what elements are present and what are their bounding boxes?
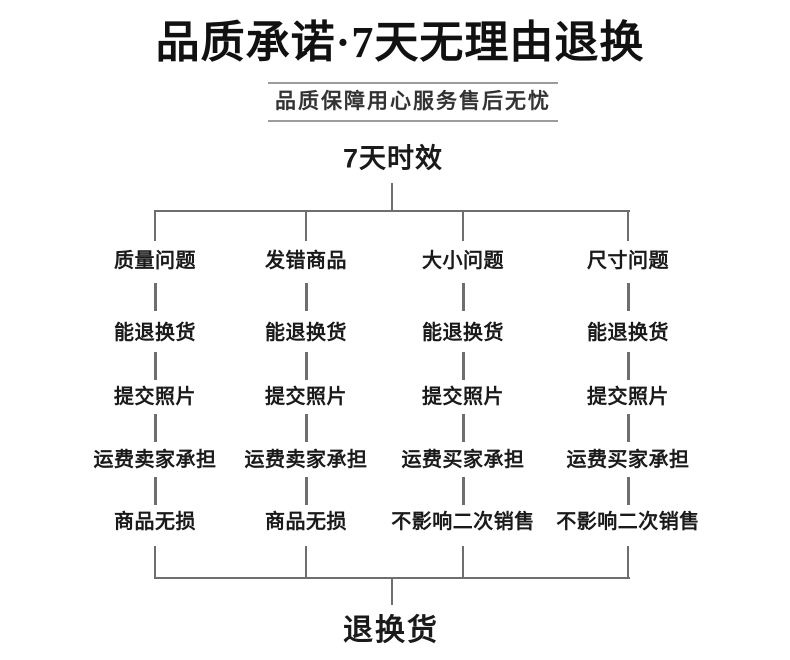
connector-dash [462,283,465,311]
flow-step-label: 不影响二次销售 [391,511,535,533]
connector-bottom-drop [627,546,629,578]
flow-reason-label: 尺寸问题 [587,250,669,272]
connector-bottom-drop [462,546,464,578]
flow-root-label: 7天时效 [342,143,444,174]
flow-step-label: 能退换货 [422,322,504,344]
connector-dash [462,477,465,505]
flow-step-label: 提交照片 [587,386,669,408]
connector-top-drop [627,210,629,241]
connector-bottom-drop [305,546,307,578]
subtitle-text: 品质保障用心服务售后无忧 [275,89,551,113]
flow-step-label: 提交照片 [114,386,196,408]
flow-reason-label: 大小问题 [422,250,504,272]
page-title: 品质承诺·7天无理由退换 [155,18,645,67]
flow-step-label: 运费卖家承担 [93,449,217,471]
flow-step-label: 能退换货 [114,322,196,344]
connector-sink-stub [391,579,393,605]
connector-dash [305,283,308,311]
connector-dash [154,352,157,380]
flow-step-label: 提交照片 [265,386,347,408]
flow-step-label: 运费买家承担 [401,449,525,471]
flow-step-label: 运费买家承担 [566,449,690,471]
connector-dash [305,414,308,442]
connector-dash [627,283,630,311]
flow-step-label: 运费卖家承担 [244,449,368,471]
flow-step-label: 能退换货 [587,322,669,344]
connector-dash [154,283,157,311]
connector-dash [462,414,465,442]
connector-top-drop [462,210,464,241]
connector-top-rail [154,210,630,212]
connector-top-drop [154,210,156,241]
flow-step-label: 不影响二次销售 [556,511,700,533]
connector-root-stub [391,183,393,212]
flow-step-label: 商品无损 [114,511,196,533]
connector-bottom-drop [154,546,156,578]
connector-dash [305,477,308,505]
subtitle-box: 品质保障用心服务售后无忧 [268,82,558,122]
connector-dash [627,477,630,505]
connector-top-drop [305,210,307,241]
flow-step-label: 提交照片 [422,386,504,408]
connector-dash [154,477,157,505]
connector-dash [462,352,465,380]
flow-sink-label: 退换货 [343,614,439,647]
flow-reason-label: 发错商品 [265,250,347,272]
flow-step-label: 能退换货 [265,322,347,344]
flow-reason-label: 质量问题 [114,250,196,272]
connector-dash [305,352,308,380]
connector-bottom-rail [154,577,630,579]
connector-dash [627,414,630,442]
flow-step-label: 商品无损 [265,511,347,533]
connector-dash [154,414,157,442]
connector-dash [627,352,630,380]
